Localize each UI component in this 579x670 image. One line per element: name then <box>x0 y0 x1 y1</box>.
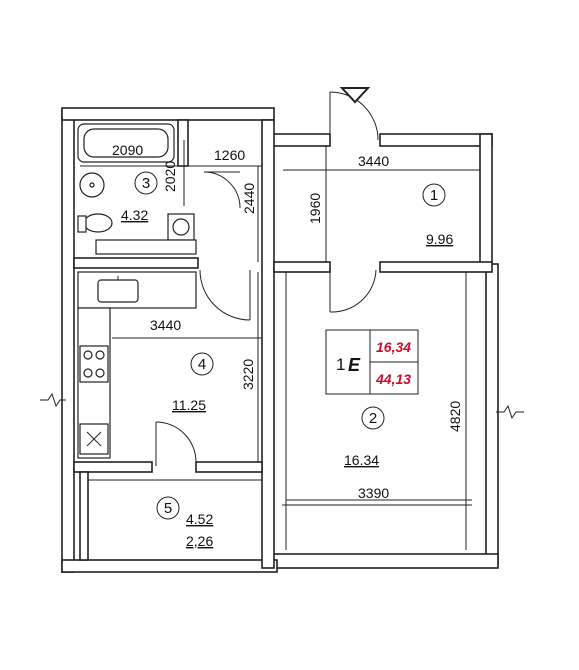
room-5-area-reduced: 2,26 <box>186 533 213 549</box>
room2-door-swing <box>329 269 377 313</box>
room-2-number: 2 <box>369 410 377 427</box>
apartment-badge: 1 E 16,34 44,13 <box>325 329 419 395</box>
toilet-tank <box>77 215 87 233</box>
wall-bath-kitchen <box>73 257 199 269</box>
room-3-number-circle <box>134 171 158 195</box>
dim-room1-entry-height: 1960 <box>307 193 323 224</box>
sink-drain <box>89 182 95 188</box>
room-3-area: 4.32 <box>121 207 148 223</box>
room-2: 2 16.34 <box>344 406 385 468</box>
wall-outer-right-room2 <box>485 263 499 565</box>
wall-bottom-balcony <box>61 559 278 573</box>
fixtures <box>77 123 197 459</box>
stove <box>79 345 109 383</box>
dim-kitchen-height: 3220 <box>240 359 256 390</box>
room-4: 4 11.25 <box>172 352 214 413</box>
wall-bottom-room2 <box>271 553 499 569</box>
dim-hall-height: 2440 <box>241 183 257 214</box>
room-2-area: 16.34 <box>344 452 379 468</box>
hall-door-swing <box>203 171 241 209</box>
wall-top-room1-right <box>379 133 493 147</box>
badge-living-area: 16,34 <box>376 339 411 355</box>
wall-balcony-left <box>79 471 89 561</box>
wall-kitchen-balcony-right <box>195 461 263 473</box>
break-mark-left <box>40 392 66 408</box>
washing-machine-drum <box>172 218 190 236</box>
break-mark-right <box>496 404 524 420</box>
room-3: 3 4.32 <box>121 171 158 223</box>
room-3-number: 3 <box>142 175 150 192</box>
wall-kitchen-balcony-left <box>73 461 153 473</box>
bath-vanity <box>95 239 197 255</box>
room-1: 1 9.96 <box>422 183 453 247</box>
room-4-number-circle <box>190 352 214 376</box>
entry-marker-icon <box>339 87 371 104</box>
dim-room1-width: 3440 <box>358 153 389 169</box>
cabinet-cross-b <box>86 431 102 447</box>
kitchen-sink <box>97 279 139 303</box>
room-1-area: 9.96 <box>426 231 453 247</box>
dim-hall-top-width: 1260 <box>214 147 245 163</box>
kitchen-door-swing <box>199 269 251 321</box>
stove-burner-3 <box>83 368 93 378</box>
wall-top-bath <box>61 107 275 121</box>
wall-room1-room2-right <box>379 261 493 273</box>
wall-inner-vertical <box>261 119 275 569</box>
dim-bath-height: 2020 <box>162 161 178 192</box>
stove-burner-2 <box>95 350 105 360</box>
balcony-door-swing <box>155 421 197 463</box>
doors <box>155 87 379 466</box>
room-1-number: 1 <box>430 187 438 204</box>
balcony-outline <box>87 479 263 561</box>
wall-room1-room2-left <box>273 261 331 273</box>
wall-top-room1-left <box>271 133 331 147</box>
dim-room2-height: 4820 <box>447 401 463 432</box>
wall-outer-left <box>61 109 75 573</box>
wall-outer-right-room1 <box>479 133 493 265</box>
room-5-number-circle <box>156 496 180 520</box>
room-4-area: 11.25 <box>172 397 206 413</box>
dim-bath-width: 2090 <box>112 142 143 158</box>
room-5-area: 4.52 <box>186 511 213 527</box>
room-4-number: 4 <box>198 356 206 373</box>
dim-kitchen-width: 3440 <box>150 317 181 333</box>
room-2-number-circle <box>361 406 385 430</box>
badge-type: E <box>348 355 361 375</box>
stove-burner-1 <box>83 350 93 360</box>
room-5: 5 4.52 2,26 <box>156 496 213 549</box>
walls <box>61 107 499 573</box>
room-1-number-circle <box>422 183 446 207</box>
badge-label: 1 <box>336 355 345 374</box>
room-5-number: 5 <box>164 500 172 517</box>
entry-door-swing <box>329 91 379 141</box>
dim-room2-width: 3390 <box>358 485 389 501</box>
toilet <box>83 213 113 233</box>
stove-burner-4 <box>95 368 105 378</box>
bathtub-inner <box>83 128 169 158</box>
wall-bath-hall <box>177 119 189 167</box>
badge-total-area: 44,13 <box>375 371 411 387</box>
dimension-lines <box>80 140 480 550</box>
